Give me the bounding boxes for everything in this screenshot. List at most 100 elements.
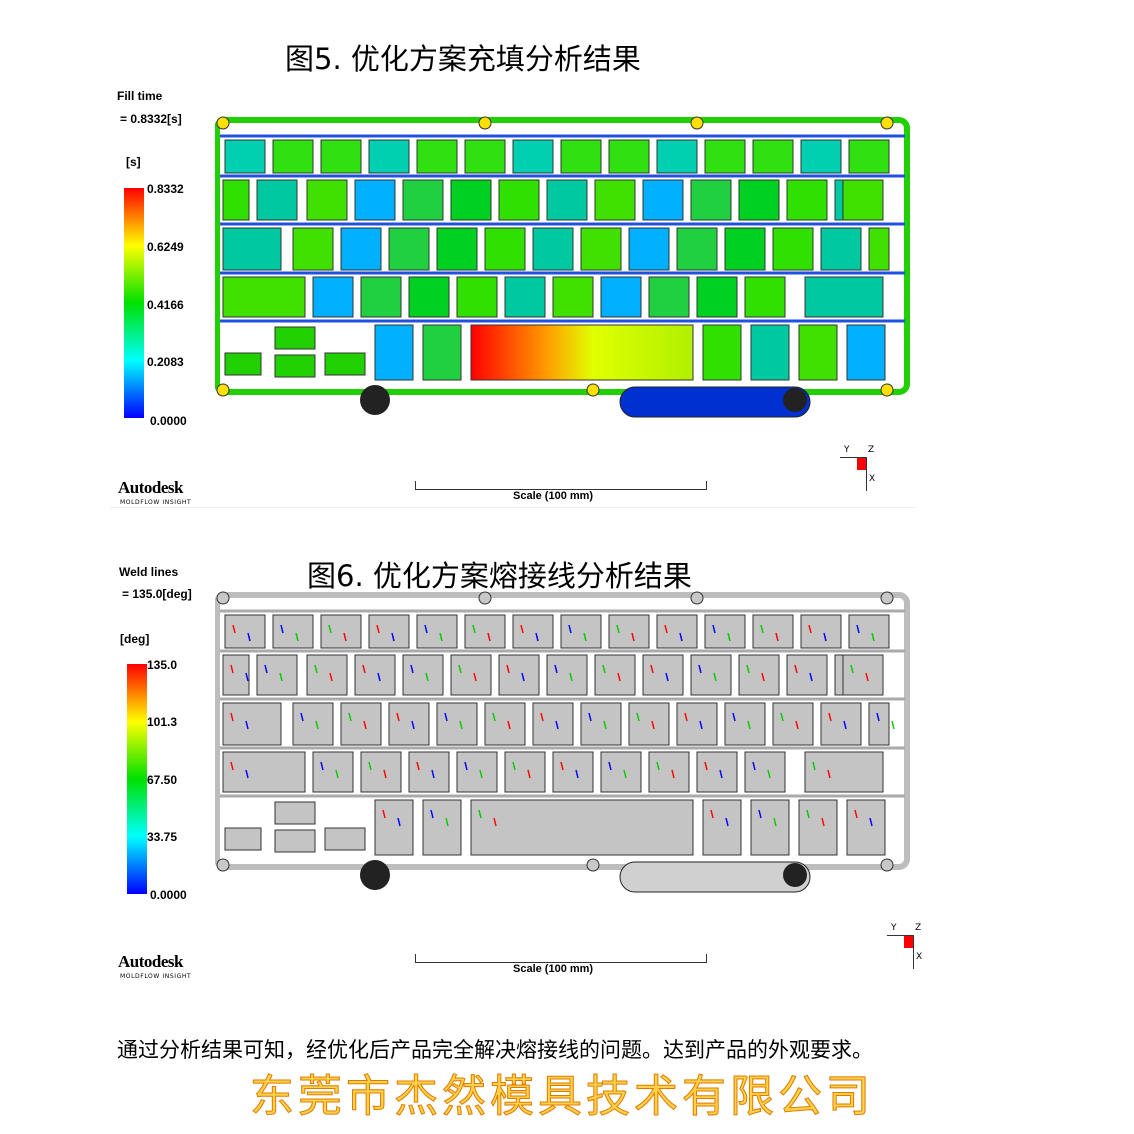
key-cap (744, 751, 786, 793)
weld-line-mark (555, 720, 559, 730)
weld-line-mark (821, 817, 825, 827)
weld-line-mark (230, 761, 234, 771)
mold-pin (880, 858, 894, 872)
gate-knob (360, 385, 390, 415)
key-cap (772, 227, 814, 271)
mold-pin (586, 383, 600, 397)
key-cap (340, 227, 382, 271)
autodesk-logo: Autodesk (118, 952, 183, 971)
weld-line-mark (368, 761, 372, 771)
logo-subtitle: MOLDFLOW INSIGHT (120, 973, 192, 980)
key-cap (368, 139, 410, 174)
weld-line-mark (459, 720, 463, 730)
legend-tick: 135.0 (147, 658, 178, 672)
key-cap (642, 654, 684, 696)
key-cap (320, 614, 362, 649)
key-cap (848, 614, 890, 649)
weld-line-mark (656, 761, 660, 771)
mold-pin (216, 383, 230, 397)
key-cap (512, 614, 554, 649)
key-cap (374, 799, 414, 856)
key-cap (388, 702, 430, 746)
weld-line-mark (758, 809, 762, 819)
key-cap (256, 654, 298, 696)
key-cap (546, 654, 588, 696)
key-cap (422, 324, 462, 381)
key-cap (690, 179, 732, 221)
weld-line-mark (245, 672, 249, 682)
key-cap (724, 702, 766, 746)
weld-line-mark (732, 712, 736, 722)
key-cap (470, 324, 694, 381)
legend-tick: 33.75 (147, 830, 178, 844)
weld-line-mark (850, 664, 854, 674)
key-cap (450, 654, 492, 696)
key-cap (360, 276, 402, 318)
weld-line-mark (410, 664, 414, 674)
divider (110, 507, 915, 508)
weld-line-mark (773, 817, 777, 827)
weld-line-mark (279, 672, 283, 682)
weld-line-mark (425, 672, 429, 682)
weld-line-mark (699, 720, 703, 730)
mold-pin (880, 591, 894, 605)
key-cap (360, 751, 402, 793)
weld-line-mark (727, 632, 731, 642)
figure-6-caption: 图6. 优化方案熔接线分析结果 (307, 559, 692, 593)
axis-z-label: Z (868, 445, 875, 455)
key-cap (484, 227, 526, 271)
weld-lines-model (215, 591, 910, 893)
weld-line-mark (230, 664, 234, 674)
key-cap (702, 799, 742, 856)
key-cap (450, 179, 492, 221)
mold-pin (880, 116, 894, 130)
key-cap (800, 139, 842, 174)
weld-line-mark (329, 672, 333, 682)
key-cap (786, 179, 828, 221)
weld-line-mark (232, 624, 236, 634)
weld-line-mark (843, 720, 847, 730)
weld-line-mark (780, 712, 784, 722)
weld-line-mark (439, 632, 443, 642)
weld-line-mark (479, 769, 483, 779)
key-cap (546, 179, 588, 221)
key-cap (798, 324, 838, 381)
key-cap (274, 326, 316, 350)
weld-line-mark (623, 769, 627, 779)
weld-line-mark (512, 761, 516, 771)
weld-line-mark (300, 712, 304, 722)
key-cap (324, 352, 366, 376)
key-cap (532, 702, 574, 746)
sprue-bar (619, 861, 811, 893)
weld-line-mark (775, 632, 779, 642)
gate-knob (783, 863, 807, 887)
axis-y-label: Y (891, 923, 897, 933)
autodesk-logo: Autodesk (118, 478, 183, 497)
key-cap (560, 139, 602, 174)
key-cap (704, 614, 746, 649)
key-cap (798, 799, 838, 856)
weld-line-mark (506, 664, 510, 674)
weld-lines-panel: Weld lines = 135.0[deg] [deg] 135.0 101.… (110, 560, 922, 990)
weld-line-mark (712, 624, 716, 634)
mold-pin (586, 858, 600, 872)
key-cap (820, 702, 862, 746)
key-cap (416, 614, 458, 649)
key-cap (272, 139, 314, 174)
mold-pin (478, 591, 492, 605)
weld-line-mark (876, 712, 880, 722)
key-cap (354, 179, 396, 221)
weld-line-mark (812, 761, 816, 771)
key-cap (408, 751, 450, 793)
key-cap (600, 276, 642, 318)
scale-bar (415, 954, 707, 963)
weld-line-mark (315, 720, 319, 730)
weld-line-mark (507, 720, 511, 730)
key-cap (272, 614, 314, 649)
weld-line-mark (535, 632, 539, 642)
weld-line-mark (343, 632, 347, 642)
legend-tick: 67.50 (147, 773, 178, 787)
key-cap (750, 324, 790, 381)
key-cap (846, 799, 886, 856)
weld-line-mark (568, 624, 572, 634)
